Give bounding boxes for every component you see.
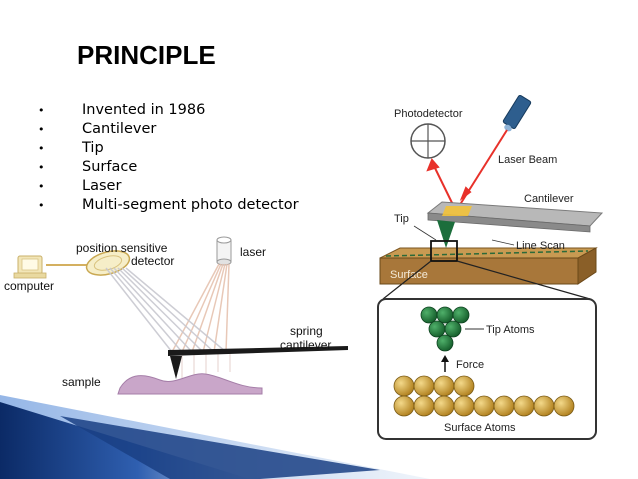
bullet-text: Laser bbox=[82, 178, 122, 194]
position-sensitive-label: position sensitive bbox=[76, 241, 168, 255]
tip-pointer bbox=[413, 225, 437, 241]
surface-block bbox=[379, 247, 598, 285]
cantilever-label: cantilever bbox=[280, 338, 331, 352]
bullet-dot: • bbox=[38, 123, 45, 136]
surface-label: Surface bbox=[390, 269, 428, 281]
bullet-text: Surface bbox=[82, 159, 138, 175]
laser-source-icon bbox=[502, 94, 532, 132]
cantilever-tip bbox=[170, 356, 182, 379]
magnified-panel bbox=[377, 298, 597, 440]
bullet-dot: • bbox=[38, 180, 45, 193]
footer-swoosh bbox=[0, 395, 430, 479]
force-arrow-icon bbox=[441, 355, 449, 372]
laser-icon bbox=[216, 236, 232, 266]
line-scan-label: Line Scan bbox=[516, 240, 565, 252]
sample-label: sample bbox=[62, 375, 101, 389]
reflected-beams bbox=[105, 267, 227, 353]
photodetector-icon bbox=[410, 123, 446, 159]
surface-atoms-label: Surface Atoms bbox=[444, 422, 516, 434]
force-label: Force bbox=[456, 359, 484, 371]
bullet-dot: • bbox=[38, 142, 45, 155]
tip-label: Tip bbox=[394, 213, 409, 225]
bullet-text: Invented in 1986 bbox=[82, 102, 206, 118]
laser-beam-label: Laser Beam bbox=[498, 154, 557, 166]
computer-label: computer bbox=[4, 279, 54, 293]
spring-label: spring bbox=[290, 324, 323, 338]
sample-surface bbox=[117, 373, 263, 395]
zoom-line-right bbox=[456, 260, 591, 300]
computer-icon bbox=[13, 255, 47, 279]
bullet-dot: • bbox=[38, 104, 45, 117]
tip-atoms-label: Tip Atoms bbox=[486, 324, 535, 336]
tip-atoms-cluster bbox=[420, 306, 470, 352]
spring-cantilever-bar bbox=[168, 346, 348, 356]
cantilever-label-right: Cantilever bbox=[524, 193, 574, 205]
surface-atoms-cluster bbox=[393, 375, 575, 417]
laser-beam-path bbox=[426, 129, 508, 212]
right-afm-diagram: Photodetector Laser Beam Cantilever bbox=[377, 94, 604, 440]
bullet-text: Cantilever bbox=[82, 121, 157, 137]
bullet-dot: • bbox=[38, 161, 45, 174]
bullet-dot: • bbox=[38, 199, 45, 212]
vertical-reflections bbox=[181, 352, 231, 378]
cantilever-slab bbox=[426, 201, 604, 233]
laser-label: laser bbox=[240, 245, 266, 259]
zoom-line-left bbox=[382, 260, 432, 300]
photodetector-label: Photodetector bbox=[394, 108, 463, 120]
bullet-text: Multi-segment photo detector bbox=[82, 197, 299, 213]
left-afm-diagram: computer position sensitive detector las… bbox=[4, 236, 348, 395]
slide-title: PRINCIPLE bbox=[77, 40, 216, 70]
zoom-box bbox=[430, 240, 458, 262]
bullet-text: Tip bbox=[82, 140, 104, 156]
line-scan-pointer bbox=[491, 239, 515, 246]
detector-label: detector bbox=[131, 254, 174, 268]
tip-cone bbox=[437, 220, 455, 248]
